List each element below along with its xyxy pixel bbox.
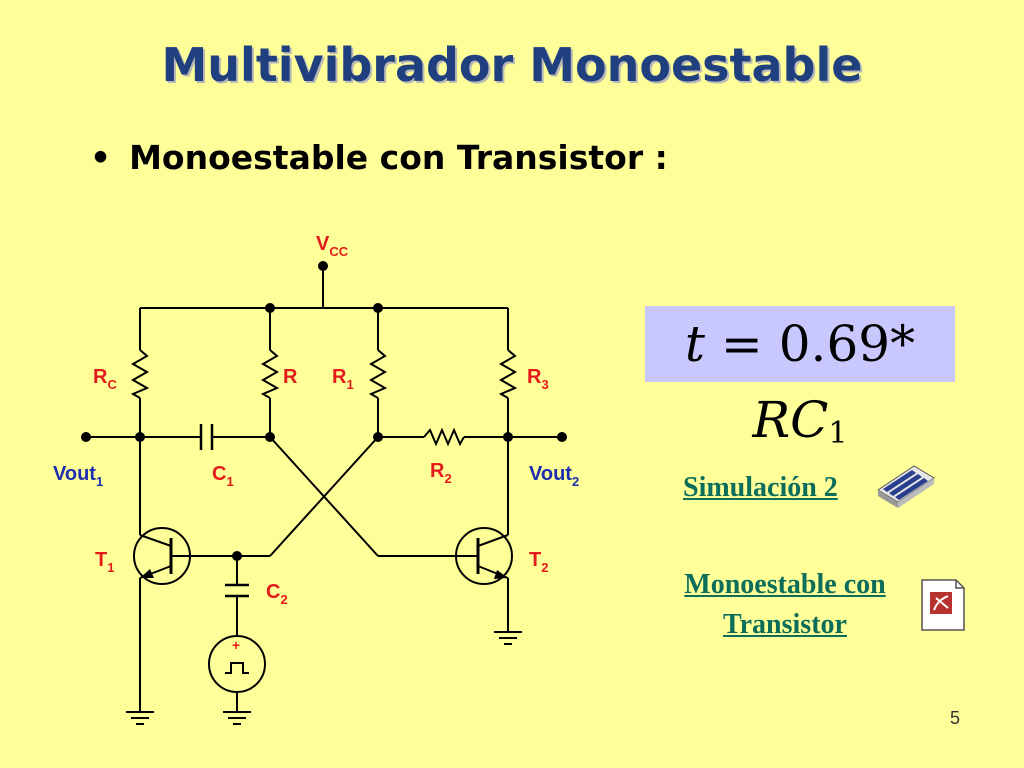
- resistor-rc: [130, 349, 150, 399]
- pdf-icon[interactable]: [921, 579, 965, 631]
- label-r2: R2: [430, 460, 452, 486]
- label-t1: T1: [95, 549, 114, 575]
- monoestable-link-line2: Transistor: [723, 609, 847, 640]
- formula-subscript: 1: [828, 416, 848, 451]
- resistor-r: [260, 349, 280, 399]
- transistor-t1: [133, 527, 191, 585]
- monoestable-transistor-link[interactable]: Monoestable con Transistor: [650, 565, 920, 645]
- monoestable-link-line1: Monoestable con: [684, 569, 886, 600]
- label-r3: R3: [527, 366, 549, 392]
- label-c1: C1: [212, 463, 234, 489]
- label-r1: R1: [332, 366, 354, 392]
- formula-box: t = 0.69* RC1: [645, 306, 955, 451]
- resistor-r3: [498, 349, 518, 399]
- label-rc: RC: [93, 366, 117, 392]
- bullet-item: • Monoestable con Transistor :: [90, 138, 668, 177]
- label-source-plus: +: [232, 637, 240, 653]
- label-t2: T2: [529, 549, 548, 575]
- capacitors: [199, 424, 249, 598]
- label-r: R: [283, 366, 298, 388]
- bullet-text: Monoestable con Transistor :: [129, 138, 668, 177]
- simulacion-link[interactable]: Simulación 2: [683, 472, 838, 503]
- formula-operator: *: [890, 315, 916, 373]
- slide-title: Multivibrador Monoestable: [161, 38, 863, 92]
- formula-lhs: t: [684, 315, 706, 373]
- pulse-source: [208, 635, 266, 693]
- simulation-icon[interactable]: [877, 465, 935, 508]
- transistor-t2: [455, 527, 513, 585]
- formula-constant: 0.69: [778, 315, 891, 373]
- circuit-wires: [86, 266, 562, 712]
- junction-dots: [81, 261, 567, 561]
- ground-symbols: [126, 631, 522, 725]
- formula-equals: =: [720, 315, 763, 373]
- formula-rc: RC: [752, 391, 829, 449]
- resistor-r1: [368, 349, 388, 399]
- resistor-r2: [423, 427, 465, 447]
- label-vout2: Vout2: [529, 463, 579, 489]
- label-c2: C2: [266, 581, 288, 607]
- page-number: 5: [950, 708, 961, 728]
- resistors: [130, 349, 518, 447]
- bullet-dot: •: [90, 138, 112, 177]
- label-vcc: VCC: [316, 233, 349, 259]
- label-vout1: Vout1: [53, 463, 103, 489]
